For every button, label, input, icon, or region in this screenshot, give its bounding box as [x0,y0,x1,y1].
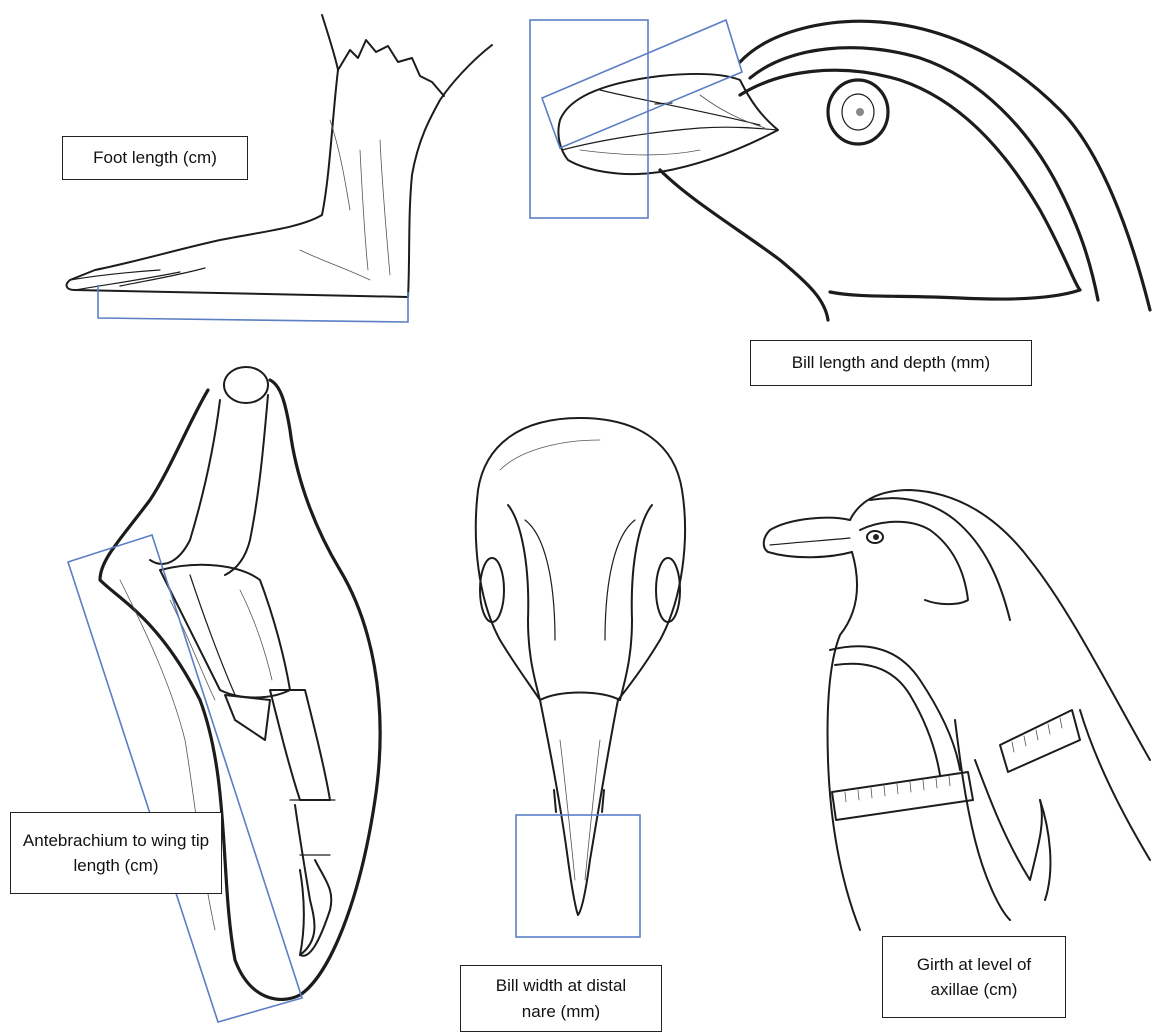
bill-width-label: Bill width at distal nare (mm) [460,965,662,1032]
bill-width-text: Bill width at distal nare (mm) [486,973,636,1024]
wing-length-label: Antebrachium to wing tip length (cm) [10,812,222,894]
bill-length-box [542,20,742,148]
wing-length-text: Antebrachium to wing tip length (cm) [21,828,211,879]
wing-drawing [100,367,380,999]
bill-width-box [516,815,640,937]
bill-length-depth-label: Bill length and depth (mm) [750,340,1032,386]
foot-length-label: Foot length (cm) [62,136,248,180]
foot-length-text: Foot length (cm) [93,145,217,171]
bill-length-depth-text: Bill length and depth (mm) [792,350,990,376]
girth-label: Girth at level of axillae (cm) [882,936,1066,1018]
girth-text: Girth at level of axillae (cm) [894,952,1054,1003]
head-dorsal-drawing [476,418,685,915]
wing-length-box [68,535,302,1022]
penguin-bust-drawing [764,490,1150,930]
head-profile-drawing [558,21,1150,320]
